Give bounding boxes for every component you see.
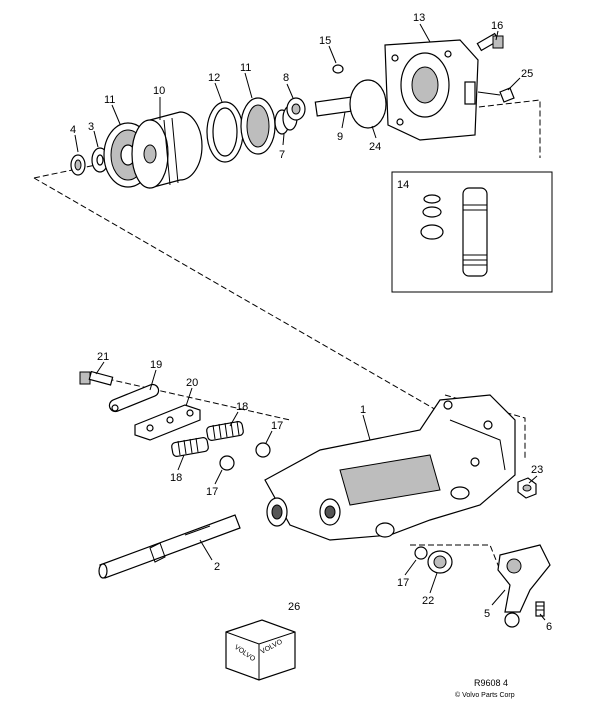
part-18-spring-upper xyxy=(206,420,244,441)
callout-23: 23 xyxy=(531,464,543,476)
part-15-o-ring xyxy=(332,64,344,74)
part-24-o-ring xyxy=(349,79,387,129)
drawing-reference: R9608 4 xyxy=(474,678,508,688)
part-6-spring-pin xyxy=(535,601,545,617)
part-2-shaft xyxy=(98,514,241,579)
copyright-notice: © Volvo Parts Corp xyxy=(455,691,515,699)
callout-21: 21 xyxy=(97,351,109,363)
part-22-seal xyxy=(427,550,453,574)
callout-26: 26 xyxy=(288,601,300,613)
part-12-ring xyxy=(206,101,244,163)
callout-24: 24 xyxy=(369,141,381,153)
callout-18-upper: 18 xyxy=(236,401,248,413)
part-26-box xyxy=(225,619,296,681)
callout-18-lower: 18 xyxy=(170,472,182,484)
callout-8: 8 xyxy=(283,72,289,84)
callout-10: 10 xyxy=(153,85,165,97)
part-5-selector-lever xyxy=(497,544,551,628)
part-17-ball-lower xyxy=(219,455,235,471)
part-21-bolt xyxy=(79,370,114,386)
part-17-ball-right xyxy=(414,546,428,560)
callout-9: 9 xyxy=(337,131,343,143)
part-11-seal-right xyxy=(240,97,276,155)
callout-25: 25 xyxy=(521,68,533,80)
part-4-nut xyxy=(70,154,86,176)
callout-16: 16 xyxy=(491,20,503,32)
part-17-ball-upper xyxy=(255,442,271,458)
leader-lines xyxy=(74,23,546,621)
part-16-bolt xyxy=(476,32,504,52)
upper-assembly-group xyxy=(33,32,541,416)
callout-12: 12 xyxy=(208,72,220,84)
callout-20: 20 xyxy=(186,377,198,389)
part-20-plate xyxy=(134,404,201,441)
part-25-gasket xyxy=(477,87,515,103)
callout-11-right: 11 xyxy=(240,62,251,74)
callout-17-upper: 17 xyxy=(271,420,283,432)
callout-7: 7 xyxy=(279,149,285,161)
part-23-nut xyxy=(517,477,537,499)
part-14-inset-box xyxy=(391,171,553,293)
callout-17-lower: 17 xyxy=(206,486,218,498)
part-18-spring-lower xyxy=(171,437,209,457)
lower-assembly-group: VOLVO VOLVO xyxy=(79,370,551,681)
part-19-link xyxy=(108,383,160,413)
callout-4: 4 xyxy=(70,124,76,136)
callout-6: 6 xyxy=(546,621,552,633)
callout-2: 2 xyxy=(214,561,220,573)
part-1-main-housing xyxy=(264,394,516,541)
part-10-piston xyxy=(131,111,203,189)
callout-15: 15 xyxy=(319,35,331,47)
callout-13: 13 xyxy=(413,12,425,24)
callout-11-left: 11 xyxy=(104,94,115,106)
callout-14: 14 xyxy=(397,179,409,191)
part-8-washer xyxy=(286,97,306,121)
callout-5: 5 xyxy=(484,608,490,620)
callout-1: 1 xyxy=(360,404,366,416)
callout-22: 22 xyxy=(422,595,434,607)
part-13-housing-cover xyxy=(384,39,479,141)
callout-17-right: 17 xyxy=(397,577,409,589)
callout-3: 3 xyxy=(88,121,94,133)
callout-19: 19 xyxy=(150,359,162,371)
callout-labels: 1 2 3 4 5 6 7 8 9 10 11 11 12 13 14 15 1… xyxy=(70,12,552,633)
